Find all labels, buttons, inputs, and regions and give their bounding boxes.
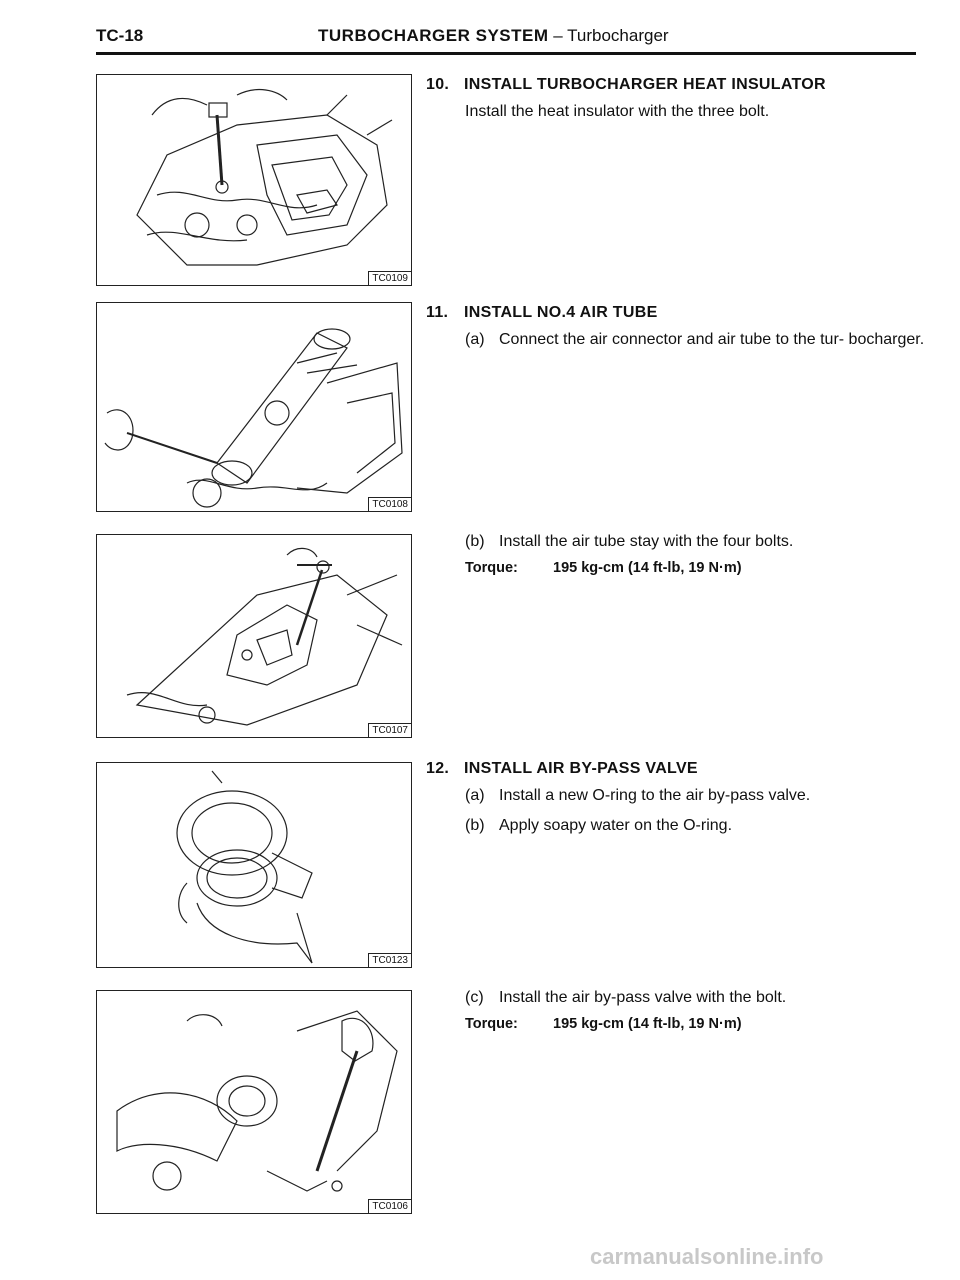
figure-air-tube-stay: TC0107 — [96, 534, 412, 738]
step-text: Install the heat insulator with the thre… — [465, 103, 770, 120]
substep-label: (b) — [465, 533, 485, 550]
step-heading: 10. INSTALL TURBOCHARGER HEAT INSULATOR — [426, 76, 926, 94]
substep-label: (c) — [465, 989, 484, 1006]
step-title: INSTALL NO.4 AIR TUBE — [464, 304, 658, 321]
figure-code: TC0109 — [368, 271, 411, 285]
torque-value: 195 kg-cm (14 ft-lb, 19 N·m) — [553, 1016, 742, 1032]
step-heading: 11. INSTALL NO.4 AIR TUBE — [426, 304, 926, 322]
substep-b: (b) Apply soapy water on the O-ring. — [465, 814, 926, 838]
substep-text: Connect the air connector and air tube t… — [499, 331, 925, 348]
illustration-bypass-valve-oring — [176, 770, 313, 964]
substep-text: Install the air by-pass valve with the b… — [499, 989, 787, 1006]
torque-value: 195 kg-cm (14 ft-lb, 19 N·m) — [553, 560, 742, 576]
figure-bypass-valve-install: TC0106 — [96, 990, 412, 1214]
figure-code: TC0108 — [368, 497, 411, 511]
page-code: TC-18 — [96, 26, 144, 45]
substep-a: (a) Connect the air connector and air tu… — [465, 328, 926, 352]
step-12-c: (c) Install the air by-pass valve with t… — [426, 986, 926, 1032]
torque-label: Torque: — [465, 560, 518, 576]
step-12: 12. INSTALL AIR BY-PASS VALVE (a) Install… — [426, 760, 926, 844]
torque-label: Torque: — [465, 1016, 518, 1032]
figure-bypass-valve-oring: TC0123 — [96, 762, 412, 968]
step-number: 10. — [426, 76, 450, 93]
torque-spec: Torque: 195 kg-cm (14 ft-lb, 19 N·m) — [465, 560, 926, 576]
substep-label: (a) — [465, 787, 485, 804]
illustration-bypass-valve-install — [116, 1010, 398, 1192]
subsection-title: Turbocharger — [567, 26, 669, 45]
illustration-air-tube-stay — [126, 547, 403, 726]
watermark: carmanualsonline.info — [590, 1244, 824, 1269]
substep-text: Apply soapy water on the O-ring. — [499, 817, 733, 834]
figure-code: TC0123 — [368, 953, 411, 967]
step-number: 12. — [426, 760, 450, 777]
step-heading: 12. INSTALL AIR BY-PASS VALVE — [426, 760, 926, 778]
figure-code: TC0107 — [368, 723, 411, 737]
torque-spec: Torque: 195 kg-cm (14 ft-lb, 19 N·m) — [465, 1016, 926, 1032]
page-title: TURBOCHARGER SYSTEM – Turbocharger — [318, 26, 669, 46]
step-11: 11. INSTALL NO.4 AIR TUBE (a) Connect the… — [426, 304, 926, 358]
substep-label: (a) — [465, 331, 485, 348]
illustration-air-tube — [104, 328, 403, 508]
figure-air-tube: TC0108 — [96, 302, 412, 512]
figure-code: TC0106 — [368, 1199, 411, 1213]
step-number: 11. — [426, 304, 449, 321]
substep-b: (b) Install the air tube stay with the f… — [465, 530, 926, 554]
step-10: 10. INSTALL TURBOCHARGER HEAT INSULATOR I… — [426, 76, 926, 124]
substep-label: (b) — [465, 817, 485, 834]
substep-text: Install the air tube stay with the four … — [499, 533, 794, 550]
figure-heat-insulator: TC0109 — [96, 74, 412, 286]
substep-c: (c) Install the air by-pass valve with t… — [465, 986, 926, 1010]
step-11-b: (b) Install the air tube stay with the f… — [426, 530, 926, 576]
section-title: TURBOCHARGER SYSTEM — [318, 26, 549, 45]
header-rule — [96, 52, 916, 55]
substep-text: Install a new O-ring to the air by-pass … — [499, 787, 811, 804]
step-title: INSTALL AIR BY-PASS VALVE — [464, 760, 698, 777]
step-title: INSTALL TURBOCHARGER HEAT INSULATOR — [464, 76, 826, 93]
illustration-heat-insulator — [136, 88, 393, 266]
title-separator: – — [553, 26, 563, 45]
substep-a: (a) Install a new O-ring to the air by-p… — [465, 784, 926, 808]
